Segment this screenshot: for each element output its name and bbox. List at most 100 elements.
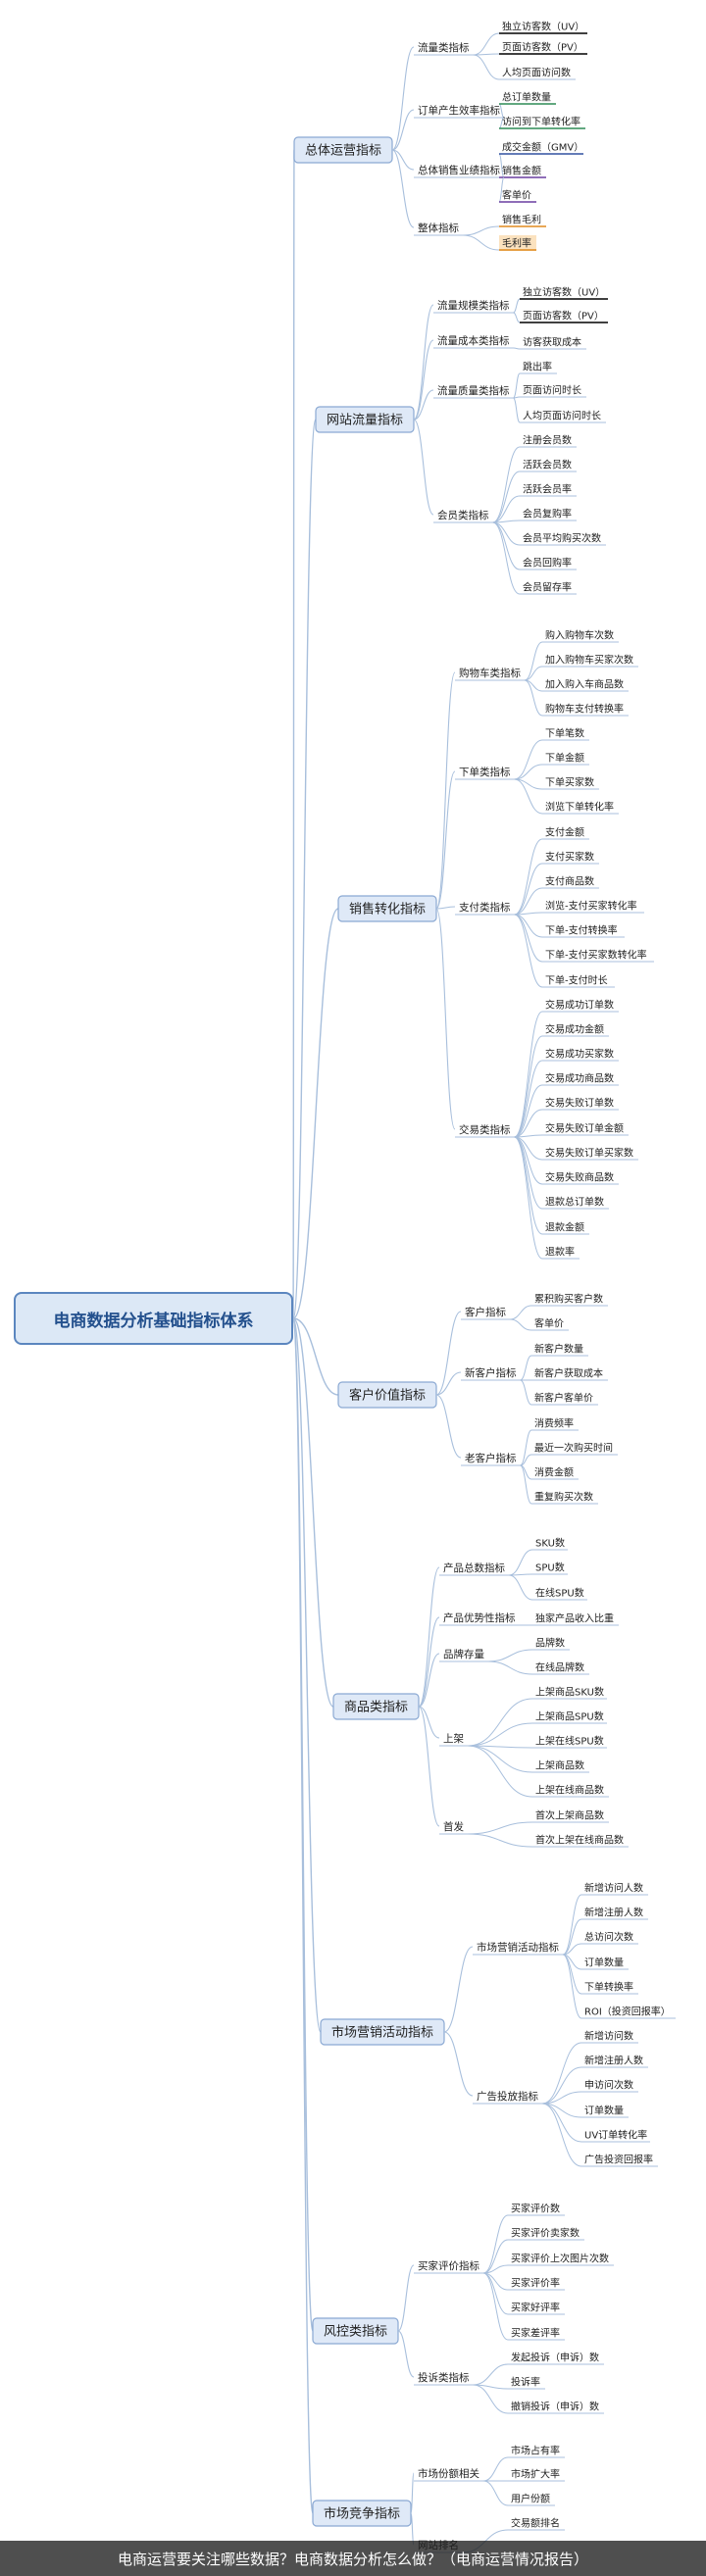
metric-label: 市场占有率 [511, 2445, 560, 2457]
connector-line [292, 1317, 314, 2514]
metric-label: 独家产品收入比重 [535, 1612, 614, 1625]
group-label: 产品总数指标 [443, 1561, 505, 1574]
metric-label: 用户份额 [511, 2493, 550, 2505]
group-label: 新客户指标 [465, 1366, 517, 1379]
metric-label: 买家好评率 [511, 2302, 560, 2314]
metric-label: 交易成功买家数 [545, 1048, 614, 1061]
connector-line [541, 2066, 582, 2105]
connector-line [492, 471, 521, 523]
metric-label: 独立访客数（UV） [502, 21, 584, 33]
metric-label: 交易成功金额 [545, 1023, 604, 1036]
connector-line [514, 914, 543, 963]
metric-label: 在线SPU数 [535, 1587, 584, 1600]
connector-line [391, 149, 415, 228]
metric-label: 上架在线SPU数 [535, 1735, 604, 1748]
connector-line [292, 1317, 334, 1708]
metric-label: 重复购买次数 [534, 1491, 593, 1504]
metric-label: 交易额排名 [511, 2517, 560, 2530]
connector-line [520, 1454, 532, 1466]
metric-label: 下单-支付转换率 [545, 924, 618, 937]
metric-label: 首次上架在线商品数 [535, 1834, 624, 1847]
branch-node: 网站流量指标 [315, 406, 415, 433]
metric-label: 消费频率 [534, 1417, 574, 1430]
metric-label: 买家差评率 [511, 2327, 560, 2340]
branch-label: 客户价值指标 [349, 1388, 426, 1404]
connector-line [514, 764, 543, 780]
metric-label: 跳出率 [523, 361, 552, 373]
metric-label: 会员平均购买次数 [523, 532, 601, 545]
connector-line [513, 347, 521, 350]
connector-line [508, 1549, 533, 1576]
connector-line [514, 1136, 543, 1235]
connector-line [435, 671, 456, 910]
connector-line [292, 1317, 339, 1396]
metric-label: 会员回购率 [523, 557, 572, 570]
connector-line [514, 1011, 543, 1138]
metric-label: 在线品牌数 [535, 1661, 584, 1674]
connector-line [514, 887, 543, 916]
connector-line [513, 372, 521, 399]
branch-node: 总体运营指标 [293, 136, 393, 164]
group-label: 订单产生效率指标 [418, 104, 500, 117]
metric-label: 广告投资回报率 [584, 2154, 653, 2166]
connector-line [508, 1574, 533, 1601]
connector-line [514, 914, 543, 988]
connector-line [473, 2384, 509, 2414]
connector-line [467, 1833, 533, 1848]
connector-line [473, 2363, 509, 2386]
metric-label: UV订单转化率 [584, 2129, 647, 2142]
metric-label: 申访问次数 [584, 2079, 633, 2092]
connector-line [509, 1305, 532, 1320]
group-label: 首发 [443, 1820, 464, 1833]
group-label: 下单类指标 [459, 766, 511, 778]
metric-label: 退款率 [545, 1246, 575, 1259]
branch-label: 商品类指标 [344, 1701, 408, 1715]
connector-line [541, 2103, 582, 2167]
metric-label: 累积购买客户数 [534, 1293, 603, 1306]
item-highlight [499, 235, 536, 251]
metric-label: 消费金额 [534, 1466, 574, 1479]
metric-label: 买家评价上次图片次数 [511, 2253, 609, 2265]
connector-line [435, 1394, 462, 1459]
group-label: 整体指标 [418, 222, 459, 234]
connector-line [520, 1429, 532, 1466]
group-label: 老客户指标 [465, 1452, 517, 1464]
connector-line [397, 2264, 415, 2332]
branch-label: 市场竞争指标 [324, 2506, 400, 2522]
connector-line [482, 2264, 509, 2274]
connector-line [418, 1706, 440, 1739]
metric-label: 人均页面访问时长 [523, 410, 601, 422]
connector-line [413, 339, 434, 421]
group-label: 市场营销活动指标 [477, 1941, 559, 1954]
connector-line [391, 109, 415, 151]
metric-label: 注册会员数 [523, 434, 572, 447]
connector-line [418, 1616, 440, 1708]
metric-label: 新增访问人数 [584, 1882, 643, 1895]
metric-label: 品牌数 [535, 1637, 565, 1650]
branch-node: 市场营销活动指标 [320, 2018, 445, 2046]
metric-label: 首次上架商品数 [535, 1809, 604, 1822]
metric-label: 活跃会员数 [523, 459, 572, 471]
connector-line [435, 770, 456, 910]
connector-line [513, 298, 521, 314]
connector-line [562, 1894, 582, 1956]
connector-line [482, 2214, 509, 2274]
metric-label: 上架在线商品数 [535, 1784, 604, 1797]
connector-line [524, 666, 543, 681]
metric-label: ROI（投资回报率） [584, 2006, 671, 2018]
group-label: 投诉类指标 [418, 2371, 470, 2384]
metric-label: 订单数量 [584, 2105, 624, 2117]
branch-node: 销售转化指标 [337, 895, 437, 922]
metric-label: 总访问次数 [584, 1931, 633, 1944]
group-label: 流量成本类指标 [437, 334, 510, 347]
group-label: 交易类指标 [459, 1123, 511, 1136]
connector-line [524, 679, 543, 717]
connector-line [397, 2330, 415, 2378]
connector-line [443, 2031, 474, 2097]
metric-label: SKU数 [535, 1537, 565, 1550]
metric-label: 客单价 [502, 189, 531, 202]
connector-line [520, 1379, 532, 1406]
connector-line [482, 2480, 509, 2506]
metric-label: 上架商品SPU数 [535, 1710, 604, 1723]
connector-line [492, 446, 521, 523]
